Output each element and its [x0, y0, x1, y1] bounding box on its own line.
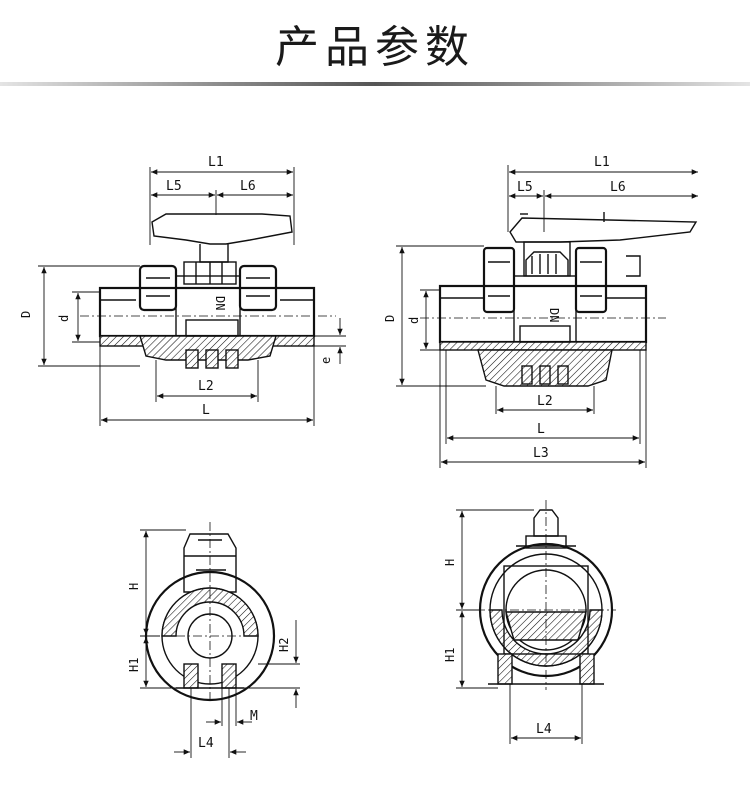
front-view-left: H H1 H2 M L4 — [127, 522, 300, 758]
side-view-right: L1 L5 L6 DN — [383, 155, 698, 468]
dim-d: d — [57, 315, 71, 322]
front-view-right: H H1 L4 — [443, 500, 616, 744]
dim-L-right: L — [537, 422, 545, 437]
dim-H-front: H — [127, 583, 141, 590]
dim-H2-front: H2 — [277, 638, 291, 652]
dim-L6: L6 — [240, 179, 256, 194]
title-divider — [0, 82, 750, 86]
dim-H-front-right: H — [443, 559, 457, 566]
label-DN-right: DN — [547, 308, 561, 322]
dim-H1-front: H1 — [127, 658, 141, 672]
dim-L1: L1 — [208, 155, 224, 170]
label-DN: DN — [213, 296, 227, 310]
dim-L2-right: L2 — [537, 394, 553, 409]
page-title: 产品参数 — [275, 22, 475, 73]
dim-L5-right: L5 — [517, 180, 533, 195]
dim-L6-right: L6 — [610, 180, 626, 195]
dim-e: e — [319, 357, 333, 364]
dim-L4-front: L4 — [198, 736, 214, 751]
dim-L4-front-right: L4 — [536, 722, 552, 737]
side-view-left: L1 L5 L6 DN — [19, 155, 346, 426]
dim-d-right: d — [407, 317, 421, 324]
dim-D-right: D — [383, 315, 397, 322]
dim-L5: L5 — [166, 179, 182, 194]
dim-M-front: M — [250, 709, 258, 724]
dim-L1-right: L1 — [594, 155, 610, 170]
dim-H1-front-right: H1 — [443, 648, 457, 662]
dim-L3-right: L3 — [533, 446, 549, 461]
dim-L2: L2 — [198, 379, 214, 394]
dim-L: L — [202, 403, 210, 418]
dim-D: D — [19, 311, 33, 318]
